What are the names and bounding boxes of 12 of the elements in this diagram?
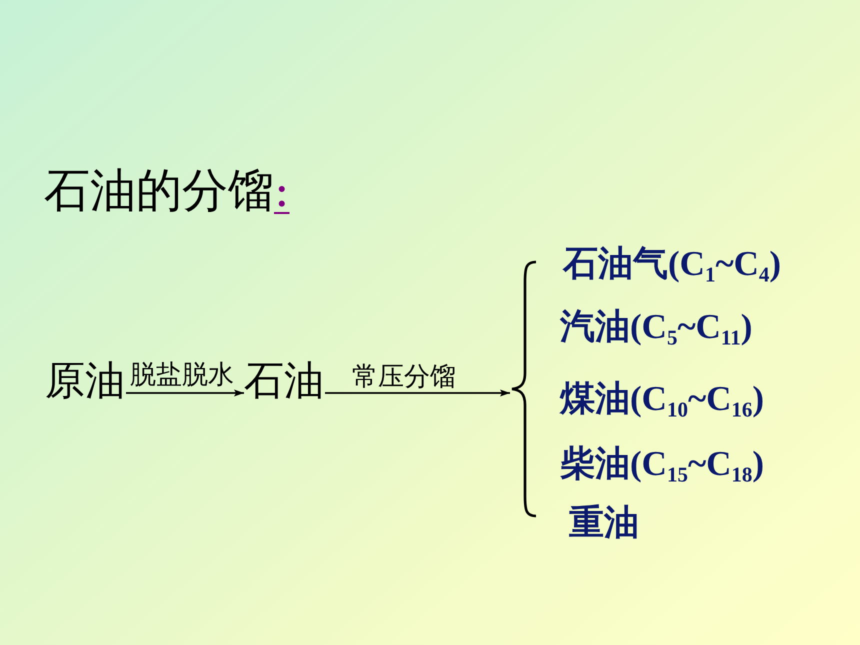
curly-brace [510,260,538,518]
product-label: 煤油(C$_{10}$~C$_{16}$) [560,381,764,416]
edge-label: 脱盐脱水 [130,362,234,388]
product-label: 重油 [569,505,639,540]
product-label: 汽油(C$_{5}$~C$_{11}$) [560,309,752,344]
product-label: 柴油(C$_{15}$~C$_{18}$) [560,446,764,481]
term-text: 石油 [244,361,324,401]
term-text: 原油 [45,361,125,401]
arrow [325,390,510,396]
product-label: 石油气(C$_{1}$~C$_{4}$) [563,246,782,281]
edge-label: 常压分馏 [352,364,456,390]
arrow [126,390,244,396]
